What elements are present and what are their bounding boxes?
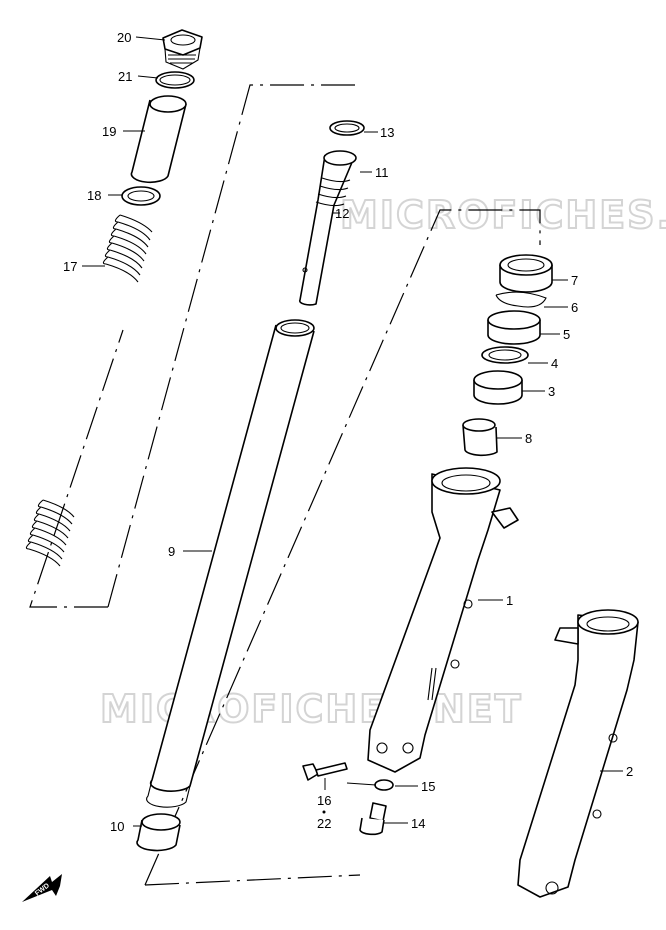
gasket-part [374, 779, 394, 791]
assembly-line-damper-group [107, 84, 355, 608]
watermark-bottom: MICROFICHES.NET [100, 687, 523, 731]
dust-seal-part [499, 254, 553, 293]
outer-tube-right-part [517, 609, 639, 898]
callout-21: 21 [118, 69, 132, 84]
callout-2: 2 [626, 764, 633, 779]
inner-tube-part [146, 319, 315, 808]
callout-16: 16 [317, 793, 331, 808]
callout-9: 9 [168, 544, 175, 559]
callout-11: 11 [375, 165, 389, 180]
callout-7: 7 [571, 273, 578, 288]
oil-seal-retainer-part [481, 346, 529, 364]
callout-5: 5 [563, 327, 570, 342]
fwd-direction-icon: FWD [22, 874, 62, 902]
outer-tube-part [367, 467, 519, 773]
guide-bushing-part [473, 370, 523, 405]
callout-12: 12 [335, 206, 349, 221]
callout-19: 19 [102, 124, 116, 139]
stopper-ring-part [495, 291, 547, 308]
ring-part [329, 120, 365, 136]
assembly-line-tube-group [144, 209, 541, 886]
damper-rod-part [298, 150, 357, 306]
slide-bushing-part [136, 813, 181, 852]
washer-part [121, 186, 161, 206]
axle-bolt-part [302, 762, 348, 781]
cap-bolt-part [162, 29, 203, 70]
assembly-line-spring-group [29, 329, 124, 608]
callout-20: 20 [117, 30, 131, 45]
cylinder-base-part [462, 418, 498, 457]
watermark-top: MICROFICHES.NET [340, 193, 666, 237]
callout-8: 8 [525, 431, 532, 446]
drain-bolt-part [359, 802, 387, 836]
callout-15: 15 [421, 779, 435, 794]
o-ring-part [155, 71, 195, 89]
spacer-tube-part [130, 95, 187, 184]
fork-spring-part [25, 214, 153, 567]
callout-13: 13 [380, 125, 394, 140]
callout-22: 22 [317, 816, 331, 831]
callout-18: 18 [87, 188, 101, 203]
callout-1: 1 [506, 593, 513, 608]
assembly-line-bottom [144, 874, 361, 886]
callout-dot [322, 810, 326, 814]
callout-3: 3 [548, 384, 555, 399]
callout-4: 4 [551, 356, 558, 371]
callout-10: 10 [110, 819, 124, 834]
oil-seal-part [487, 310, 541, 345]
callout-6: 6 [571, 300, 578, 315]
callout-14: 14 [411, 816, 425, 831]
callout-17: 17 [63, 259, 77, 274]
